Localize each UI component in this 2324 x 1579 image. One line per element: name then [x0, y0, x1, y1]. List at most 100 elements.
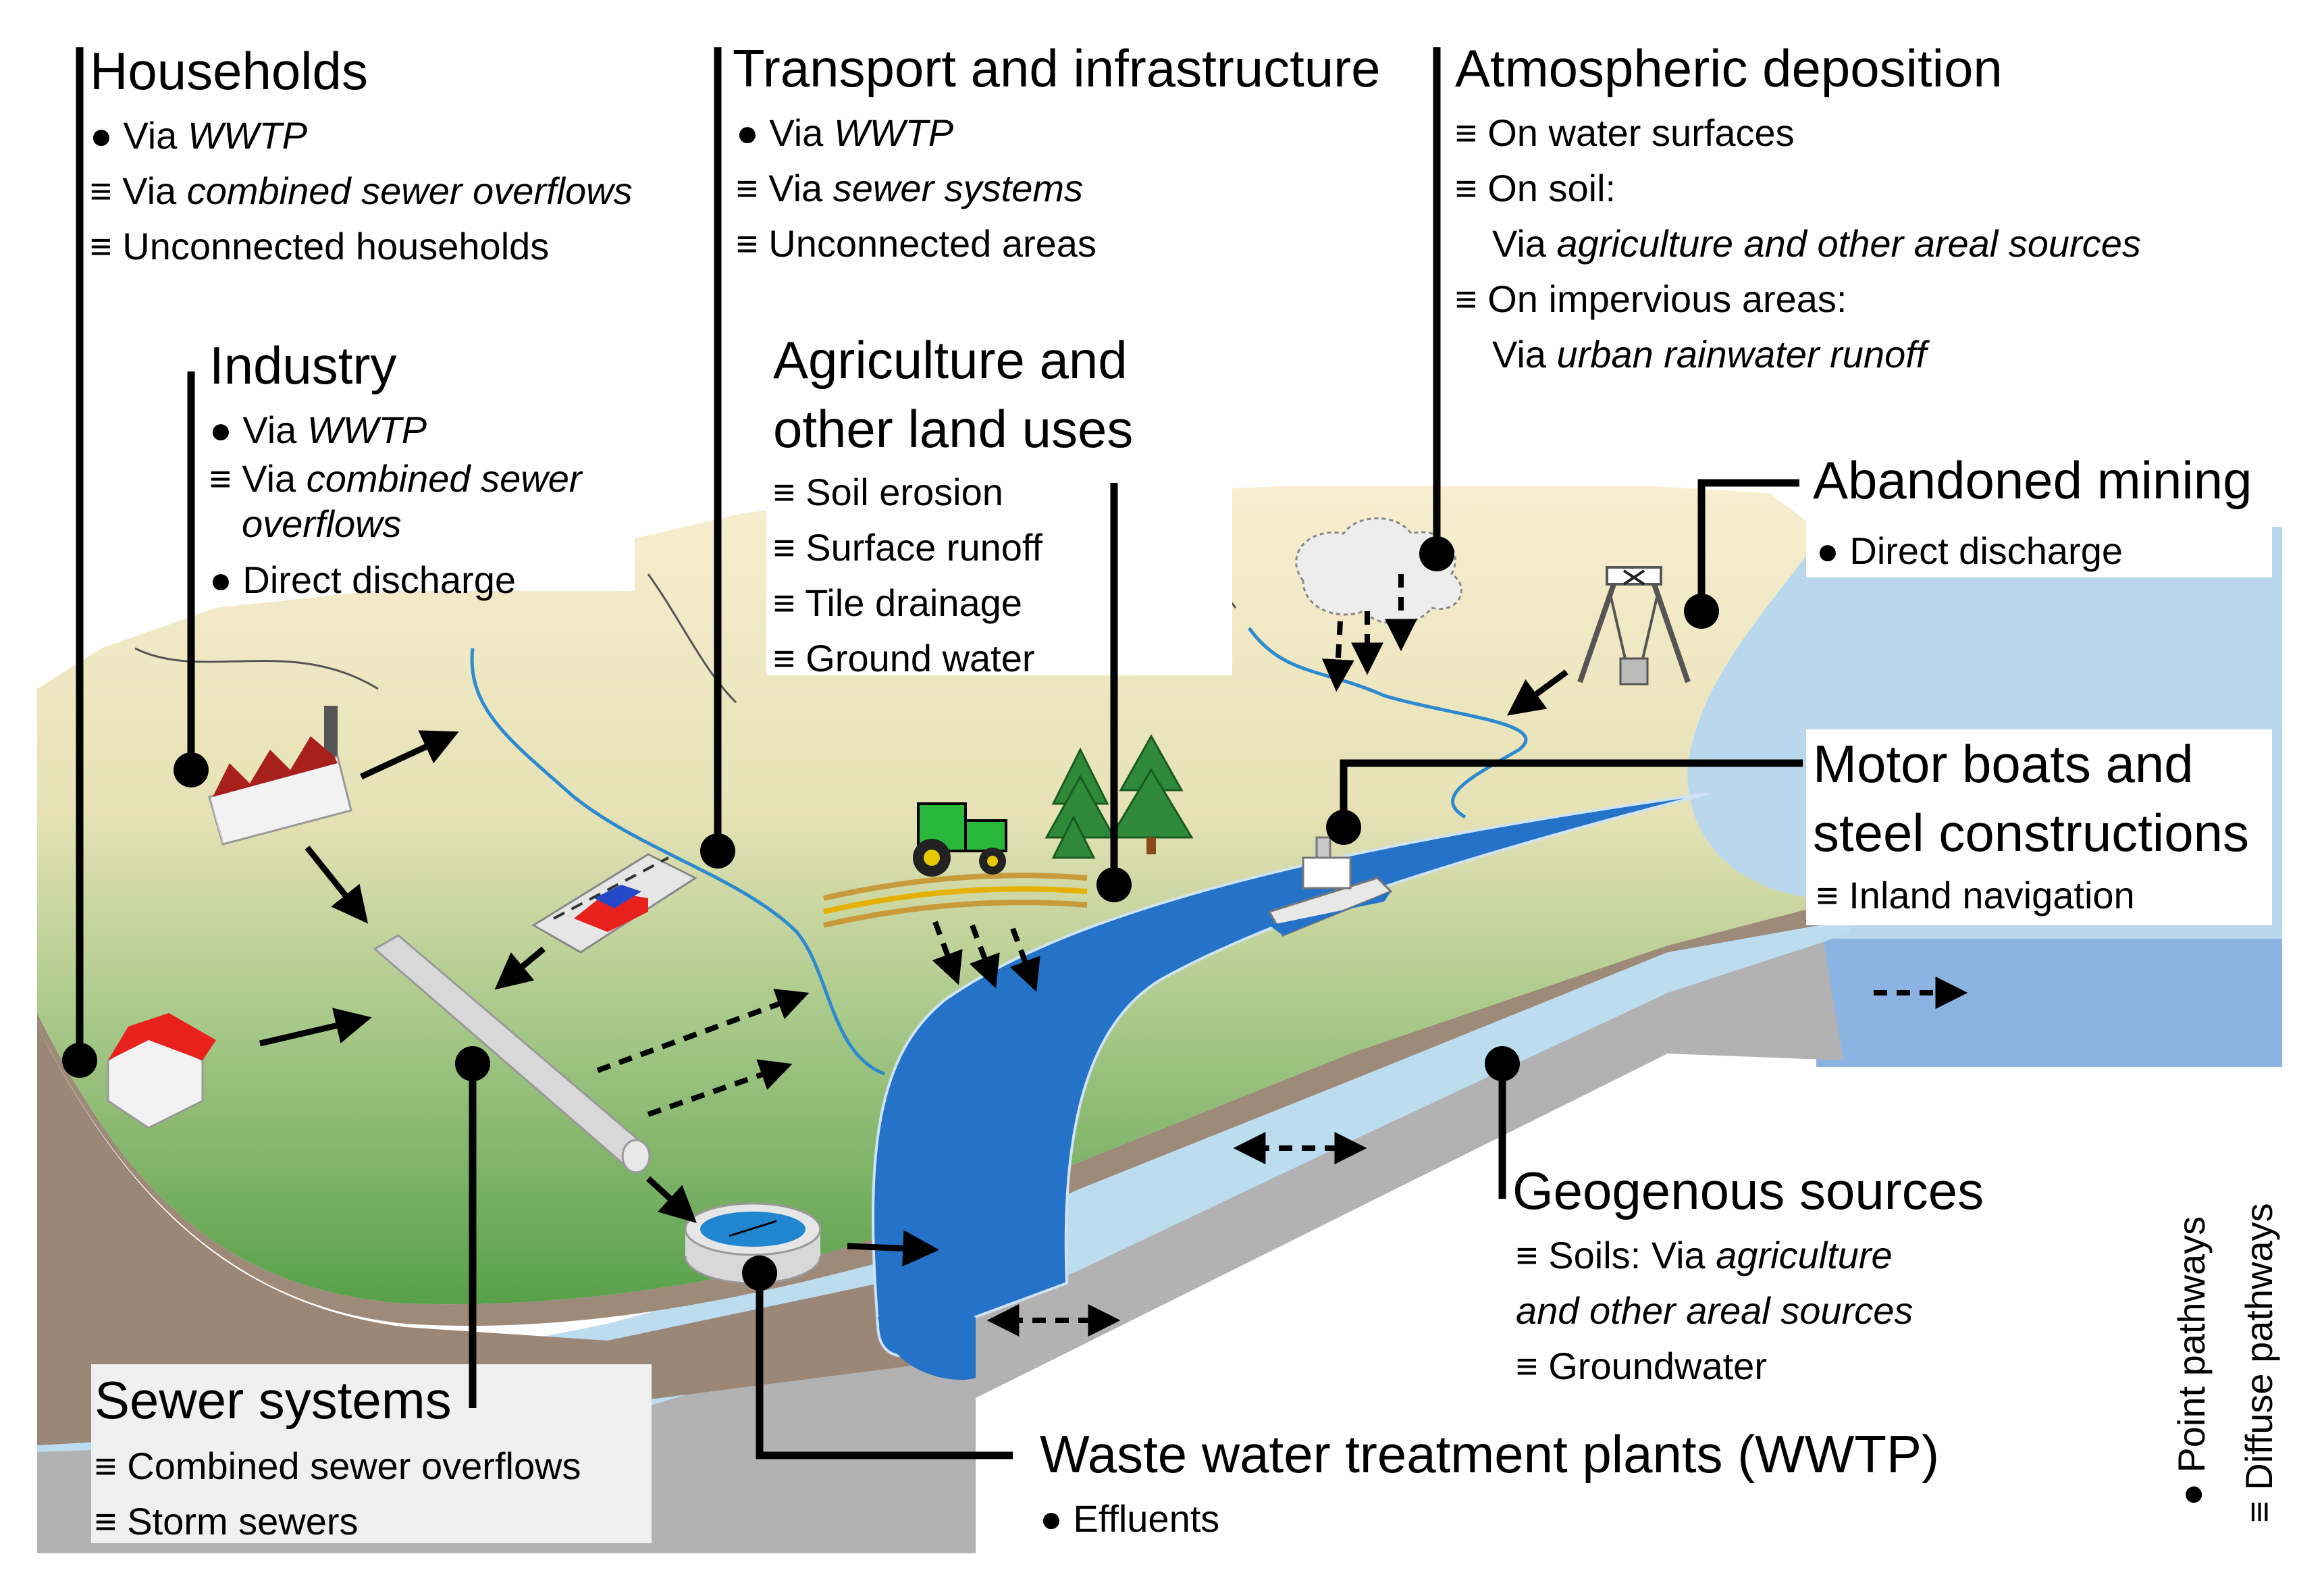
- atmospheric-item: Via agriculture and other areal sources: [1492, 222, 2141, 265]
- atmospheric-item: ≡ On water surfaces: [1455, 111, 1795, 154]
- ship-icon: [1267, 836, 1393, 937]
- tree-icon: [1045, 733, 1194, 859]
- legend-point: ● Point pathways: [2170, 1216, 2213, 1506]
- arrow: [305, 846, 369, 924]
- anchor-industry: [174, 752, 209, 787]
- industry-label-box: [203, 334, 635, 591]
- arrow: [1506, 669, 1568, 716]
- anchor-wwtp: [742, 1256, 777, 1291]
- sea-deep: [1816, 939, 2282, 1067]
- legend-diffuse: ≡ Diffuse pathways: [2238, 1203, 2280, 1523]
- label-sewer: Sewer systems ≡ Combined sewer overflows…: [95, 1370, 581, 1543]
- transport-title: Transport and infrastructure: [733, 38, 1381, 98]
- anchor-geogenous: [1485, 1046, 1520, 1081]
- wwtp-icon: [684, 1202, 822, 1285]
- label-atmospheric: Atmospheric deposition ≡ On water surfac…: [1455, 38, 2141, 376]
- transport-item: ● Via WWTP: [736, 111, 953, 154]
- sewer-item: ≡ Combined sewer overflows: [95, 1445, 581, 1487]
- dashed-arrow: [932, 921, 963, 985]
- legend: ● Point pathways ≡ Diffuse pathways: [2170, 1203, 2280, 1523]
- sewer-pipe-icon: [373, 934, 651, 1174]
- relief-line: [647, 573, 737, 704]
- wwtp-label-box: [1030, 1378, 2042, 1560]
- boats-title-line2: steel constructions: [1813, 803, 2249, 862]
- dashed-arrow: [1009, 927, 1040, 992]
- label-mining: Abandoned mining ● Direct discharge: [1813, 450, 2252, 572]
- households-item: ● Via WWTP: [90, 114, 307, 157]
- label-geogenous: Geogenous sources ≡ Soils: Via agricultu…: [1512, 1161, 1984, 1387]
- agriculture-item: ≡ Surface runoff: [773, 526, 1042, 569]
- geogenous-item: ≡ Groundwater: [1516, 1345, 1767, 1387]
- dashed-arrow: [647, 1059, 793, 1117]
- boats-label-box: [1806, 729, 2272, 925]
- soil-front: [37, 1027, 976, 1445]
- dashed-arrow: [969, 924, 1000, 989]
- label-households: Households ● Via WWTP ≡ Via combined sew…: [90, 41, 633, 267]
- boats-item: ≡ Inland navigation: [1816, 874, 2135, 916]
- boats-title-line1: Motor boats and: [1813, 734, 2194, 794]
- wwtp-title: Waste water treatment plants (WWTP): [1040, 1424, 1939, 1484]
- label-boats: Motor boats and steel constructions ≡ In…: [1813, 734, 2249, 916]
- dashed-arrow: [596, 989, 810, 1073]
- river: [470, 627, 1709, 1380]
- anchor-sewer: [455, 1046, 490, 1081]
- agriculture-item: ≡ Tile drainage: [773, 581, 1022, 624]
- relief-line: [134, 647, 379, 690]
- label-wwtp: Waste water treatment plants (WWTP) ● Ef…: [1040, 1424, 1939, 1540]
- geogenous-item: and other areal sources: [1516, 1289, 1913, 1332]
- stream: [1247, 627, 1528, 819]
- river-body: [872, 792, 1709, 1357]
- leader-boats: [1340, 759, 1803, 827]
- agriculture-item: ≡ Ground water: [773, 637, 1035, 679]
- anchor-transport: [700, 833, 735, 869]
- arrow: [259, 1008, 372, 1047]
- households-title: Households: [90, 41, 368, 101]
- leader-wwtp: [756, 1273, 1013, 1459]
- industry-item: ● Via WWTP: [209, 409, 427, 451]
- agriculture-item: ≡ Soil erosion: [773, 471, 1003, 513]
- geogenous-item: ≡ Soils: Via agriculture: [1516, 1234, 1893, 1276]
- arrow: [494, 946, 546, 990]
- tractor-field-icon: [823, 802, 1088, 928]
- sewer-title: Sewer systems: [95, 1370, 452, 1430]
- car-road-icon: [531, 853, 698, 954]
- agriculture-title-line1: Agriculture and: [773, 330, 1128, 390]
- stream: [470, 648, 885, 1076]
- label-agriculture: Agriculture and other land uses ≡ Soil e…: [773, 330, 1133, 679]
- label-industry: Industry ● Via WWTP ≡ Via combined sewer…: [209, 336, 583, 601]
- atmospheric-title: Atmospheric deposition: [1455, 38, 2003, 98]
- dashed-arrow: [1321, 621, 1354, 692]
- mining-title: Abandoned mining: [1813, 450, 2252, 510]
- river-mouth: [878, 1317, 976, 1380]
- house-icon: [107, 1013, 216, 1129]
- anchor-mining: [1684, 594, 1719, 629]
- geogenous-title: Geogenous sources: [1512, 1161, 1984, 1220]
- wwtp-item: ● Effluents: [1040, 1497, 1219, 1540]
- flow-arrows: [259, 574, 1968, 1337]
- mining-tower-icon: [1577, 566, 1691, 685]
- label-transport: Transport and infrastructure ● Via WWTP …: [733, 38, 1381, 265]
- transport-item: ≡ Unconnected areas: [736, 222, 1097, 265]
- sewer-label-box: [91, 1364, 652, 1543]
- agriculture-title-line2: other land uses: [773, 399, 1133, 459]
- anchor-households: [62, 1043, 97, 1078]
- industry-item: overflows: [242, 502, 402, 545]
- leader-mining: [1697, 479, 1799, 611]
- terrain: [37, 486, 2282, 1553]
- agriculture-label-box: [766, 324, 1232, 675]
- land-surface: [37, 486, 1850, 1305]
- industry-item: ≡ Via combined sewer: [209, 457, 583, 500]
- anchor-boats: [1326, 810, 1361, 845]
- atmospheric-item: Via urban rainwater runoff: [1492, 333, 1930, 376]
- arrow: [360, 730, 459, 780]
- anchor-atmospheric: [1419, 536, 1454, 571]
- atmospheric-item: ≡ On impervious areas:: [1455, 278, 1847, 320]
- cloud-icon: [1295, 517, 1462, 625]
- atmospheric-item: ≡ On soil:: [1455, 167, 1616, 209]
- mining-item: ● Direct discharge: [1816, 529, 2123, 572]
- factory-icon: [208, 706, 352, 846]
- sewer-item: ≡ Storm sewers: [95, 1500, 359, 1543]
- leader-lines: [62, 47, 1803, 1459]
- arrow: [847, 1230, 940, 1267]
